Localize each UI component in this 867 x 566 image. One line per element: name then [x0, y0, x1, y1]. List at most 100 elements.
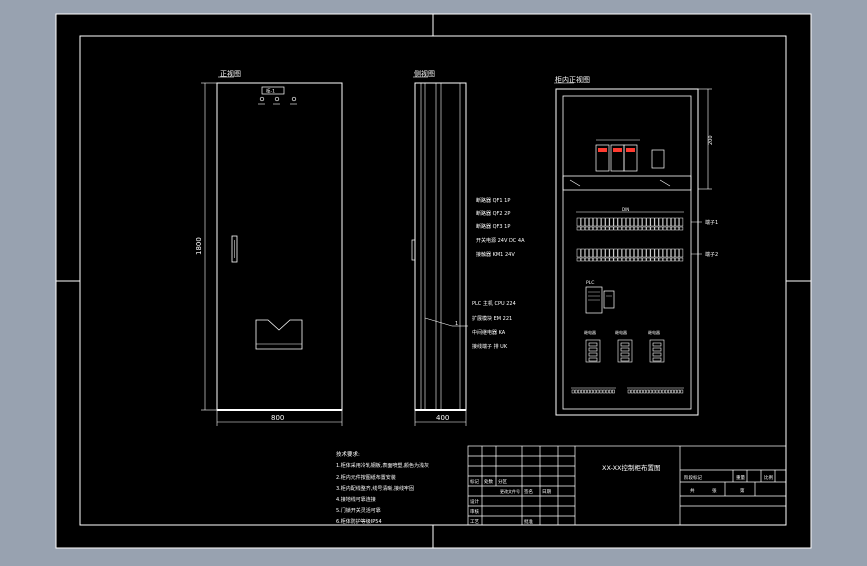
terminal-block	[666, 217, 671, 227]
relay-contact	[620, 342, 630, 347]
callout-text: 断路器 QF1 1P	[476, 197, 510, 204]
terminal-label: 端子2	[705, 251, 718, 258]
side-depth-dimension: 400	[436, 414, 449, 422]
terminal-block	[593, 217, 598, 227]
title-cell: 分区	[498, 478, 507, 485]
terminal-block	[593, 248, 598, 258]
terminal-block	[571, 389, 575, 394]
breaker-toggle-red	[613, 148, 622, 152]
title-block-cells: 标记 处数 分区 更改文件号 签名 日期 设计 审核 工艺 批准 阶段标记 重量…	[470, 474, 773, 525]
relay-contact	[652, 342, 662, 347]
terminal-screw	[654, 257, 659, 262]
terminal-screw	[646, 226, 651, 231]
terminal-block	[580, 217, 585, 227]
title-block[interactable]	[467, 445, 787, 526]
terminal-block	[668, 389, 671, 394]
terminal-screw	[642, 226, 647, 231]
terminal-block	[674, 389, 677, 394]
terminal-block	[646, 389, 650, 394]
title-cell: 批准	[524, 518, 533, 525]
terminal-block	[574, 389, 578, 394]
terminal-block	[671, 248, 675, 258]
terminal-screw	[625, 257, 630, 262]
terminal-screw	[589, 226, 593, 231]
terminal-screw	[584, 226, 589, 231]
terminal-block	[596, 389, 600, 394]
indicator-light	[291, 96, 297, 102]
terminal-screw	[666, 257, 671, 262]
contactor	[651, 149, 665, 169]
side-view[interactable]: 侧视图 400 1	[411, 69, 468, 426]
terminal-screw	[671, 257, 675, 262]
terminal-screw	[658, 257, 663, 262]
front-height-dimension: 1800	[195, 237, 203, 255]
terminal-screw	[589, 257, 593, 262]
terminal-screw	[662, 257, 667, 262]
callout-text: 中间继电器 KA	[472, 329, 506, 336]
terminal-screw	[621, 226, 626, 231]
terminal-screw	[601, 226, 606, 231]
callout-text: 接触器 KM1 24V	[476, 251, 515, 258]
front-panel-nameplate	[261, 86, 285, 95]
relay-contact	[652, 352, 662, 357]
terminal-block	[590, 389, 594, 394]
callout-text: 接线端子 排 UK	[472, 343, 508, 350]
terminal-screw	[605, 226, 610, 231]
title-cell: 日期	[542, 489, 551, 495]
terminal-block	[589, 217, 593, 227]
terminal-screw	[597, 226, 602, 231]
relay-body	[617, 339, 633, 363]
terminal-block	[677, 389, 681, 394]
terminal-screw	[671, 226, 675, 231]
title-cell: 更改文件号	[500, 488, 520, 494]
terminal-block	[612, 389, 615, 394]
technical-notes[interactable]: 技术要求: 1.柜体采用冷轧钢板,表面喷塑,颜色为浅灰 2.柜内元件按图纸布置安…	[336, 450, 429, 525]
terminal-block	[661, 389, 665, 394]
terminal-block	[599, 389, 603, 394]
terminal-block	[658, 389, 662, 394]
centering-marks	[56, 14, 811, 548]
terminal-block	[679, 217, 684, 227]
note-line: 5.门锁开关灵活可靠	[336, 507, 381, 514]
relay-contact	[652, 357, 662, 362]
note-line: 2.柜内元件按图纸布置安装	[336, 474, 396, 481]
relay-contact	[652, 347, 662, 352]
terminal-block	[608, 389, 612, 394]
relay-contact	[588, 352, 598, 357]
terminal-block	[597, 217, 602, 227]
front-view[interactable]: 正视图 柜-1 1800 800	[195, 69, 343, 426]
terminal-screw	[630, 226, 634, 231]
terminal-screw	[580, 226, 585, 231]
terminal-block	[646, 248, 651, 258]
interior-view[interactable]: 柜内正视图 200 DIN 端子1 端子2 PLC	[554, 75, 718, 416]
terminal-block	[630, 389, 634, 394]
relay-contact	[588, 357, 598, 362]
terminal-block	[605, 389, 609, 394]
circuit-breaker	[623, 144, 638, 172]
terminal-block	[584, 389, 587, 394]
terminal-block	[630, 217, 634, 227]
terminal-screw	[584, 257, 589, 262]
terminal-block	[605, 217, 610, 227]
callouts-lower: PLC 主机 CPU 224 扩展模块 EM 221 中间继电器 KA 接线端子…	[472, 300, 516, 350]
plc-label: PLC	[586, 280, 594, 286]
title-cell: 阶段标记	[684, 474, 702, 481]
terminal-block	[671, 217, 675, 227]
callout-text: 开关电源 24V DC 4A	[476, 237, 525, 244]
indicator-light	[274, 96, 280, 102]
terminal-screw	[630, 257, 634, 262]
terminal-block	[650, 248, 655, 258]
title-cell: 张	[712, 487, 717, 494]
title-cell: 共	[690, 487, 695, 494]
plc-cpu	[585, 286, 603, 314]
terminal-screw	[617, 226, 622, 231]
terminal-screw	[617, 257, 622, 262]
terminal-block	[658, 248, 663, 258]
terminal-block	[642, 248, 647, 258]
terminal-block	[584, 248, 589, 258]
terminal-screw	[662, 226, 667, 231]
terminal-strip-lower	[576, 248, 684, 262]
callout-text: 断路器 QF3 1P	[476, 223, 510, 230]
terminal-block	[630, 248, 634, 258]
